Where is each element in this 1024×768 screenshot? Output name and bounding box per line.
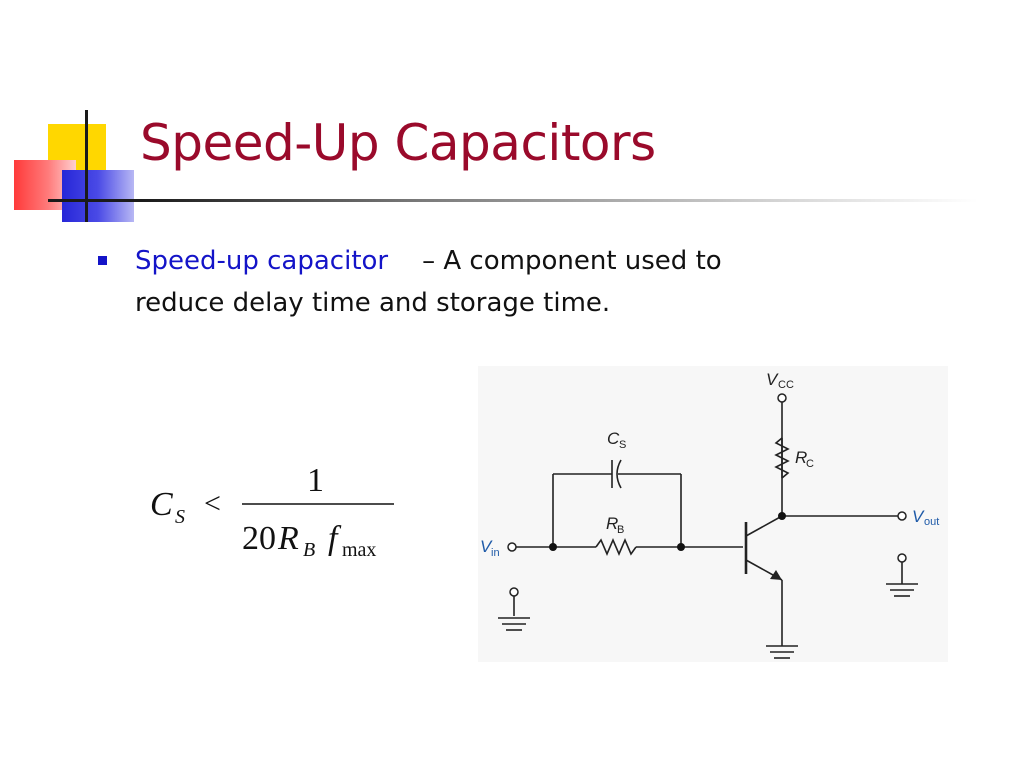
ground-terminal-right <box>897 553 907 563</box>
formula-denom-f: f <box>328 520 342 557</box>
decorative-blue-bar <box>62 170 134 222</box>
speedup-circuit-diagram: V CC R C C S R B V in V out <box>478 366 948 662</box>
rb-resistor <box>595 537 637 557</box>
junction-dot <box>677 543 685 551</box>
vcc-terminal <box>777 393 787 403</box>
bullet-line1: A component used to <box>443 246 722 276</box>
vcc-label-sub: CC <box>778 379 794 391</box>
formula-numerator: 1 <box>307 462 324 499</box>
vout-label: V <box>912 507 925 526</box>
circuit-background <box>478 366 948 662</box>
vin-label-sub: in <box>491 547 500 559</box>
rb-label: R <box>606 514 618 533</box>
title-underline <box>48 199 978 202</box>
vout-terminal <box>897 511 907 521</box>
junction-dot <box>778 512 786 520</box>
bullet-marker <box>98 256 107 265</box>
emitter-arrow-icon <box>770 570 782 580</box>
vin-label: V <box>480 537 493 556</box>
cs-label: C <box>607 429 620 448</box>
speedup-formula: C S < 1 20 R B f max <box>150 462 394 561</box>
junction-dot <box>549 543 557 551</box>
slide-title: Speed-Up Capacitors <box>140 114 656 172</box>
vout-label-sub: out <box>924 516 939 528</box>
cs-label-sub: S <box>619 439 626 451</box>
formula-lhs: C <box>150 486 173 523</box>
vin-terminal <box>507 542 517 552</box>
formula-denom-r: R <box>277 520 299 557</box>
bullet-term: Speed-up capacitor <box>135 246 389 276</box>
cs-capacitor-curve <box>616 459 622 489</box>
rc-label: R <box>795 448 807 467</box>
bullet-line2: reduce delay time and storage time. <box>135 288 611 318</box>
ground-terminal-left <box>509 587 519 597</box>
vcc-label: V <box>766 370 779 389</box>
formula-denom-coeff: 20 <box>242 520 276 557</box>
rb-label-sub: B <box>617 524 624 536</box>
formula-denom-f-sub: max <box>342 539 376 561</box>
formula-relation: < <box>204 487 221 520</box>
bullet-dash: – <box>422 246 436 276</box>
decorative-vertical-line <box>85 110 88 222</box>
bullet-text: Speed-up capacitor– A component used to … <box>135 240 855 324</box>
formula-lhs-sub: S <box>175 506 185 528</box>
formula-denom-r-sub: B <box>303 539 315 561</box>
rc-label-sub: C <box>806 458 814 470</box>
